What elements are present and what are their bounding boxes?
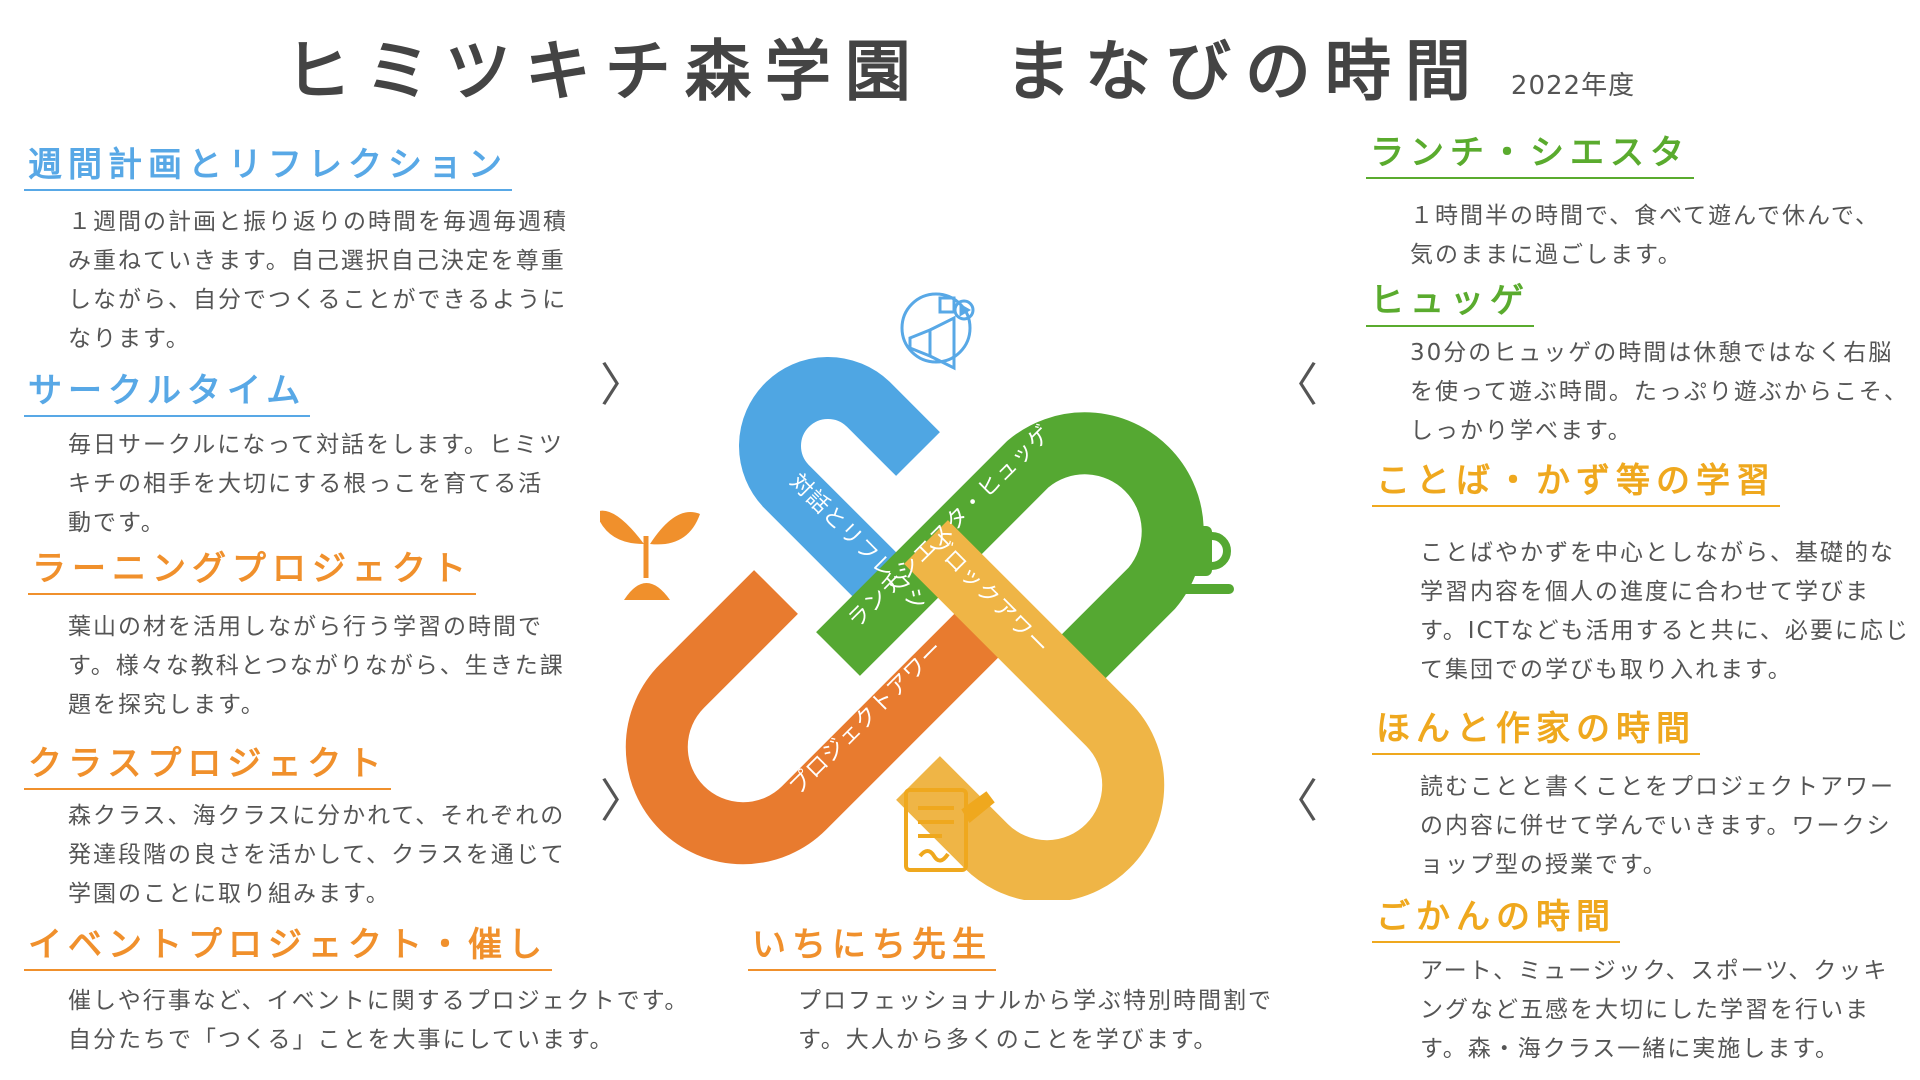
sprout-icon (596, 510, 700, 600)
desc-learning-project: 葉山の材を活用しながら行う学習の時間です。様々な教科とつながりながら、生きた課題… (68, 614, 565, 718)
desc-books-writers: 読むことと書くことをプロジェクトアワーの内容に併せて学んでいきます。ワークショッ… (1420, 774, 1895, 878)
desc-weekly-plan: １週間の計画と振り返りの時間を毎週毎週積み重ねていきます。自己選択自己決定を尊重… (68, 209, 568, 352)
heading-hygge: ヒュッゲ (1366, 281, 1534, 328)
chevron-left-icon: 〈 (1272, 358, 1318, 412)
page-title-main: ヒミツキチ森学園 まなびの時間 (284, 33, 1485, 110)
page-title: ヒミツキチ森学園 まなびの時間 2022年度 (0, 18, 1920, 114)
desc-five-senses: アート、ミュージック、スポーツ、クッキングなど五感を大切にした学習を行います。森… (1420, 958, 1889, 1062)
chevron-left-icon: 〈 (1272, 774, 1318, 828)
heading-five-senses: ごかんの時間 (1372, 897, 1620, 944)
knot-diagram: 対話とリフレクション ランチシエスタ・ヒュッゲ プロジェクトアワー ブロックアワ… (588, 261, 1320, 903)
page-title-year: 2022年度 (1510, 71, 1636, 101)
desc-event-project: 催しや行事など、イベントに関するプロジェクトです。自分たちで「つくる」ことを大事… (68, 988, 690, 1053)
loop-orange (625, 570, 1006, 865)
heading-class-project: クラスプロジェクト (24, 744, 392, 791)
heading-learning-project: ラーニングプロジェクト (28, 549, 476, 596)
chevron-right-icon: 〉 (600, 358, 646, 412)
megaphone-icon (900, 292, 975, 371)
heading-guest-teacher: いちにち先生 (748, 925, 996, 972)
heading-words-numbers: ことば・かず等の学習 (1372, 461, 1780, 508)
desc-class-project: 森クラス、海クラスに分かれて、それぞれの発達段階の良さを活かして、クラスを通じて… (68, 803, 566, 907)
desc-words-numbers: ことばやかずを中心としながら、基礎的な学習内容を個人の進度に合わせて学びます。I… (1420, 540, 1910, 683)
desc-circle-time: 毎日サークルになって対話をします。ヒミツキチの相手を大切にする根っこを育てる活動… (68, 432, 564, 536)
desc-hygge: 30分のヒュッゲの時間は休憩ではなく右脳を使って遊ぶ時間。たっぷり遊ぶからこそ、… (1410, 340, 1909, 444)
knot-diagram-svg: 対話とリフレクション ランチシエスタ・ヒュッゲ プロジェクトアワー ブロックアワ… (588, 261, 1234, 903)
heading-circle-time: サークルタイム (24, 371, 311, 418)
heading-weekly-plan: 週間計画とリフレクション (24, 145, 512, 192)
loop-blue (739, 357, 940, 634)
document-pen-icon (904, 788, 995, 872)
heading-event-project: イベントプロジェクト・催し (24, 925, 552, 972)
desc-guest-teacher: プロフェッショナルから学ぶ特別時間割です。大人から多くのことを学びます。 (798, 988, 1273, 1053)
loop-yellow (896, 520, 1165, 903)
heading-books-writers: ほんと作家の時間 (1372, 709, 1700, 756)
desc-lunch-siesta: １時間半の時間で、食べて遊んで休んで、気のままに過ごします。 (1410, 203, 1880, 268)
coffee-cup-icon (1158, 526, 1234, 594)
heading-lunch-siesta: ランチ・シエスタ (1366, 133, 1694, 180)
